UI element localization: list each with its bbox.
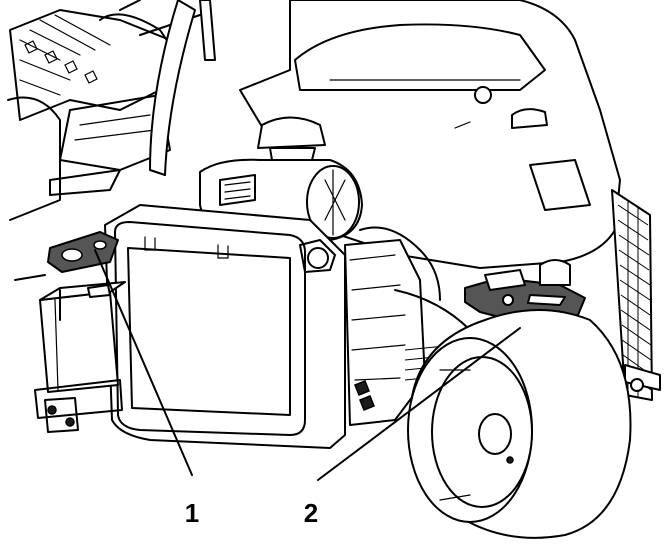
caster-wheel [407, 309, 632, 539]
leader-line-2 [317, 327, 521, 481]
background-machinery [7, 0, 201, 221]
callout-label-1: 1 [185, 498, 199, 528]
engine-block [344, 226, 501, 426]
hydraulic-tank [104, 204, 346, 449]
callout-label-2: 2 [304, 498, 318, 528]
seat-frame-tube [149, 0, 216, 176]
leader-line-1 [94, 249, 193, 476]
